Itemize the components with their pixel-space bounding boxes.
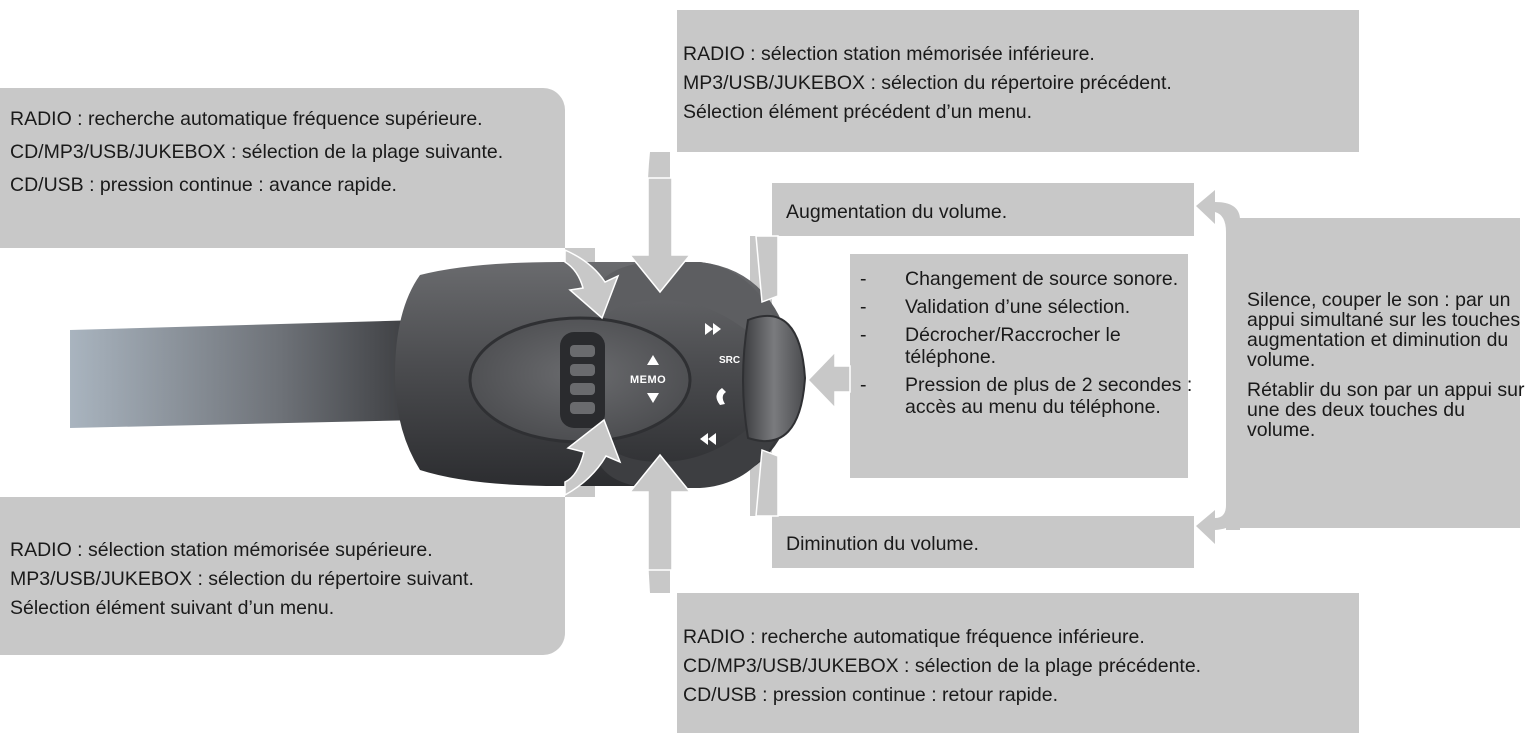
list-dash: - bbox=[860, 268, 867, 290]
list-dash: - bbox=[860, 324, 867, 346]
previous-track-line: CD/USB : pression continue : retour rapi… bbox=[683, 684, 1059, 706]
mute-paragraph: Silence, couper le son : par un appui si… bbox=[1247, 289, 1521, 371]
next-preset-text: RADIO : sélection station mémorisée supé… bbox=[10, 536, 560, 623]
next-preset-line: Sélection élément suivant d’un menu. bbox=[10, 597, 335, 619]
list-item: - Validation d’une sélection. bbox=[860, 296, 1210, 318]
panel-previous-track bbox=[677, 593, 1359, 733]
panel-center-functions bbox=[850, 254, 1188, 478]
list-item-text: Pression de plus de 2 secondes : accès a… bbox=[905, 374, 1193, 418]
list-dash: - bbox=[860, 296, 867, 318]
next-track-line: CD/USB : pression continue : avance rapi… bbox=[10, 174, 397, 196]
list-item-text: Décrocher/Raccrocher le téléphone. bbox=[905, 324, 1121, 368]
previous-preset-line: Sélection élément précédent d’un menu. bbox=[683, 101, 1033, 123]
restore-paragraph: Rétablir du son par un appui sur une des… bbox=[1247, 379, 1525, 441]
list-item: - Décrocher/Raccrocher le téléphone. bbox=[860, 324, 1210, 368]
previous-track-line: CD/MP3/USB/JUKEBOX : sélection de la pla… bbox=[683, 655, 1202, 677]
list-item: - Changement de source sonore. bbox=[860, 268, 1210, 290]
src-label: SRC bbox=[719, 355, 741, 366]
next-track-line: RADIO : recherche automatique fréquence … bbox=[10, 108, 483, 130]
volume-up-text: Augmentation du volume. bbox=[786, 201, 1008, 223]
previous-preset-line: RADIO : sélection station mémorisée infé… bbox=[683, 43, 1095, 65]
panel-volume-down bbox=[772, 516, 1194, 568]
next-track-line: CD/MP3/USB/JUKEBOX : sélection de la pla… bbox=[10, 141, 504, 163]
next-preset-line: MP3/USB/JUKEBOX : sélection du répertoir… bbox=[10, 568, 474, 590]
memo-label: MEMO bbox=[630, 374, 667, 386]
center-function-list: - Changement de source sonore. - Validat… bbox=[860, 268, 1210, 424]
panel-next-track bbox=[0, 88, 565, 248]
list-item: - Pression de plus de 2 secondes : accès… bbox=[860, 374, 1210, 418]
panel-volume-up bbox=[772, 183, 1194, 236]
previous-preset-text: RADIO : sélection station mémorisée infé… bbox=[683, 40, 1343, 127]
mute-text: Silence, couper le son : par un appui si… bbox=[1247, 290, 1527, 450]
panel-next-preset bbox=[0, 497, 565, 655]
list-dash: - bbox=[860, 374, 867, 396]
previous-preset-line: MP3/USB/JUKEBOX : sélection du répertoir… bbox=[683, 72, 1172, 94]
next-track-text: RADIO : recherche automatique fréquence … bbox=[10, 108, 510, 207]
list-item-text: Validation d’une sélection. bbox=[905, 296, 1131, 318]
volume-down-text: Diminution du volume. bbox=[786, 533, 979, 555]
previous-track-text: RADIO : recherche automatique fréquence … bbox=[683, 623, 1343, 710]
panel-previous-preset bbox=[677, 10, 1359, 152]
list-item-text: Changement de source sonore. bbox=[905, 268, 1179, 290]
panel-mute bbox=[1235, 218, 1520, 528]
previous-track-line: RADIO : recherche automatique fréquence … bbox=[683, 626, 1145, 648]
next-preset-line: RADIO : sélection station mémorisée supé… bbox=[10, 539, 433, 561]
